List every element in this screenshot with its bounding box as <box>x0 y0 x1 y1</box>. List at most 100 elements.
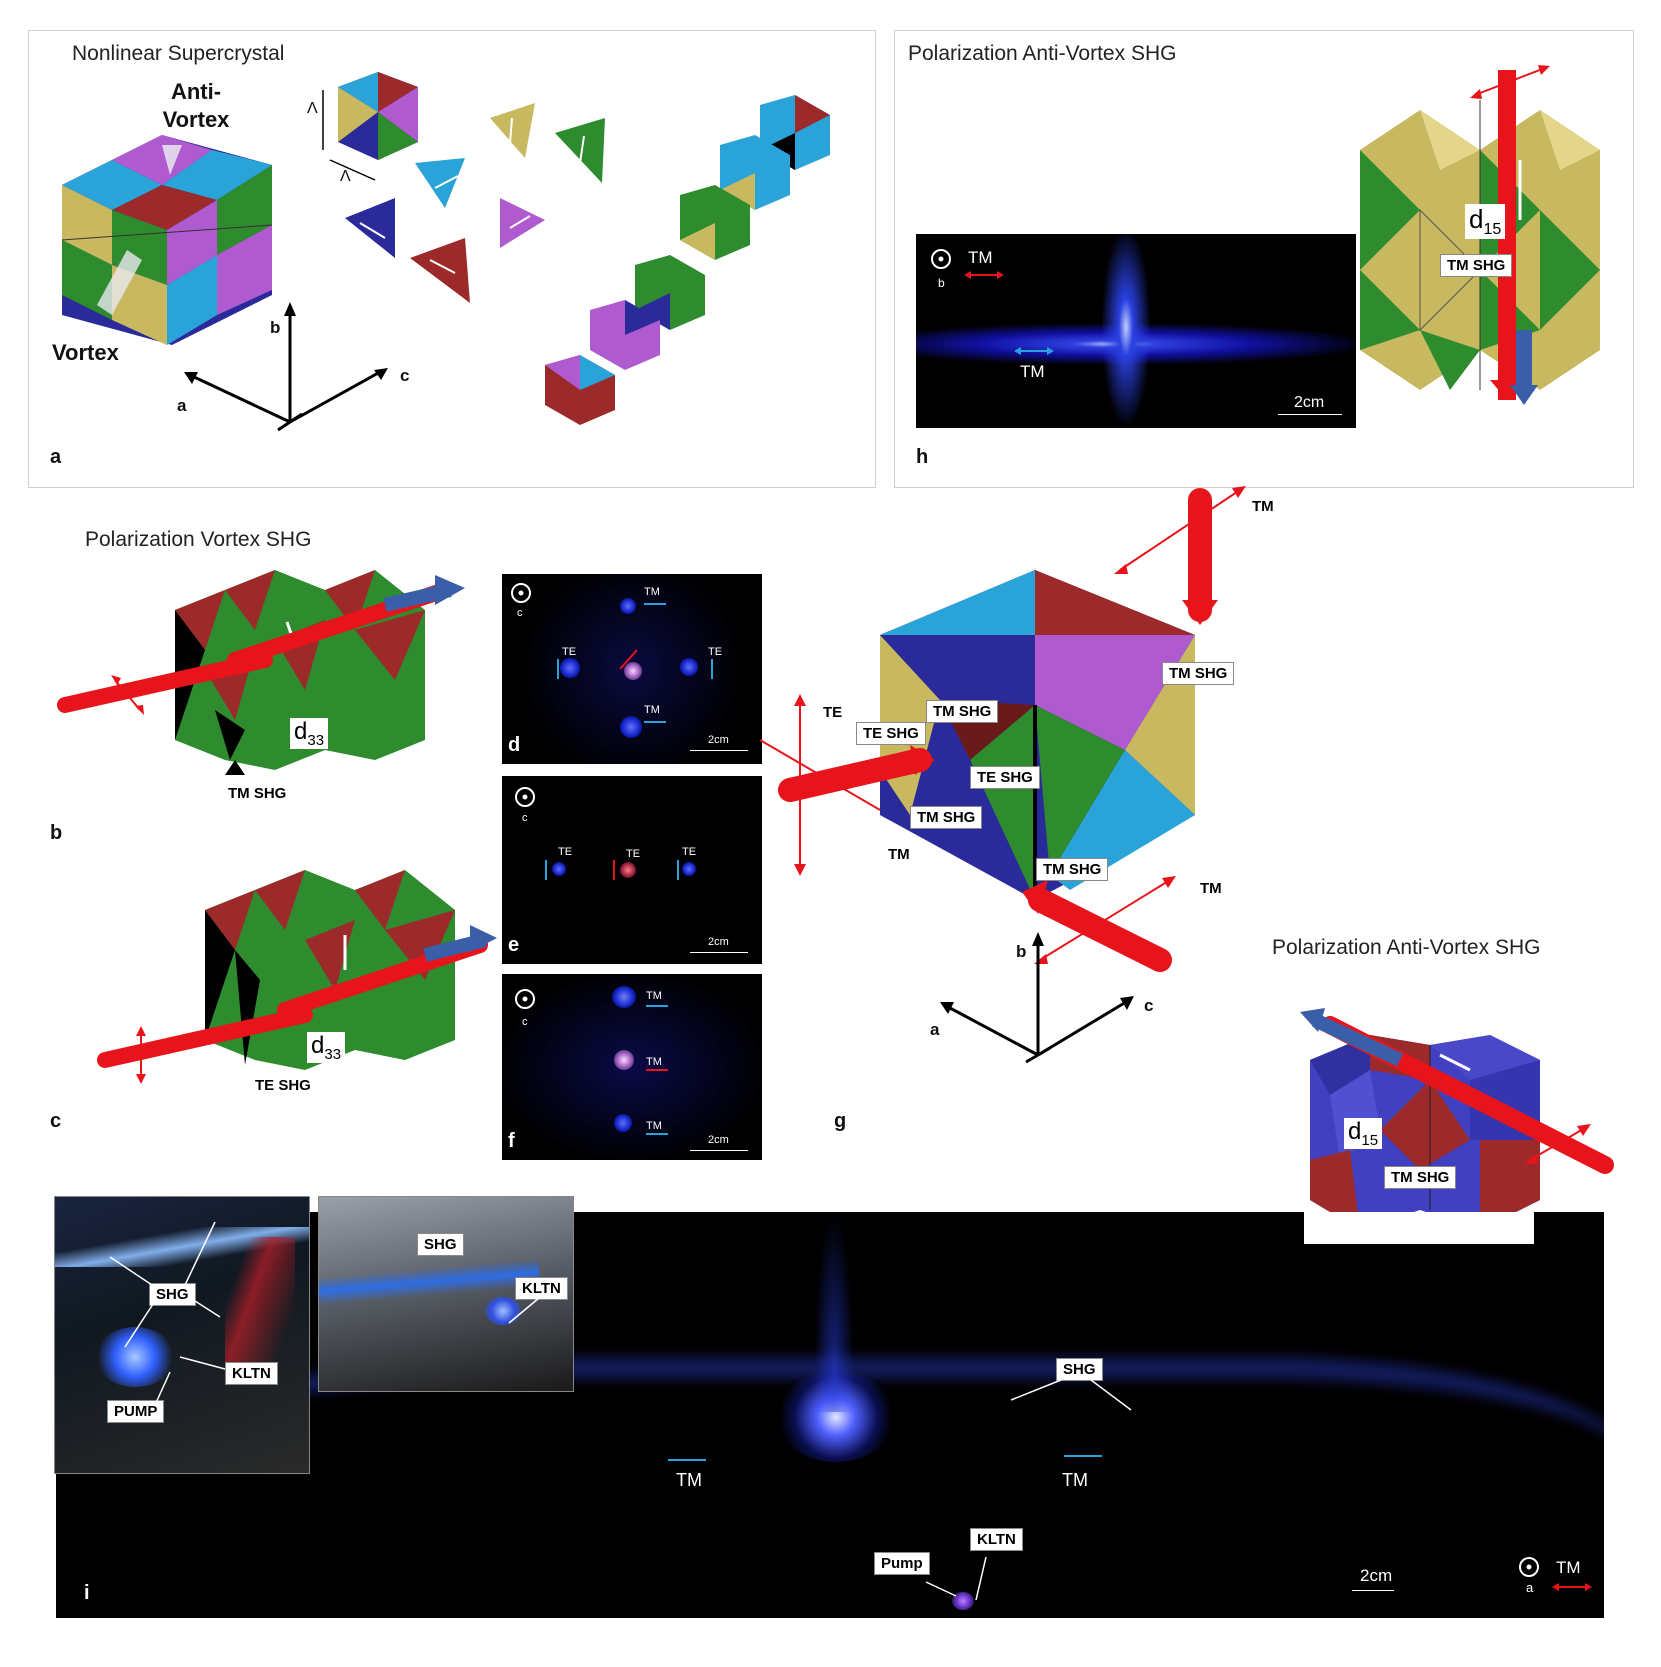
spot-mid-e <box>620 862 636 878</box>
spot-bottom-d <box>620 716 642 738</box>
axis-c-label-f: c <box>522 1016 528 1028</box>
te-label-d-right: TE <box>708 646 723 658</box>
te-shg-label-c: TE SHG <box>255 1077 311 1094</box>
unit-cell <box>338 72 418 160</box>
panel-i-label: i <box>84 1582 90 1604</box>
panel-e-image: c TE TE TE 2cm <box>502 776 762 964</box>
tm-label-f-top: TM <box>646 990 662 1002</box>
tm-shg-label-g-bottom: TM SHG <box>1036 858 1109 881</box>
panel-f-label: f <box>508 1130 515 1152</box>
axis-c-label-d: c <box>517 607 523 619</box>
dot-circle-icon <box>515 989 535 1009</box>
anti-vortex-structure-h <box>1360 65 1600 405</box>
d15-sub-av2: 15 <box>1361 1131 1379 1149</box>
kltn-glow-2 <box>485 1297 521 1325</box>
tetrahedra-set <box>345 103 605 303</box>
d15-label-h: d15 <box>1465 204 1506 240</box>
panel-b-title: Polarization Vortex SHG <box>85 528 312 551</box>
d15-base-h: d <box>1469 204 1484 234</box>
shg-pointer-arrows <box>1010 1379 1132 1411</box>
te-label-e-mid: TE <box>626 848 641 860</box>
inset2-pointer-arrow <box>508 1297 540 1324</box>
te-shg-label-g-left: TE SHG <box>856 722 926 745</box>
panel-a-title: Nonlinear Supercrystal <box>72 42 285 65</box>
tm-label-i-right: TM <box>1062 1470 1088 1490</box>
panel-f-image: c TM TM TM 2cm <box>502 974 762 1160</box>
polarization-arrows-e <box>545 860 679 880</box>
te-label-e-left: TE <box>558 846 573 858</box>
panel-d-label: d <box>508 734 521 756</box>
axis-b-label-h: b <box>938 276 945 290</box>
scale-bar-d <box>690 750 748 751</box>
shg-label-inset1: SHG <box>149 1283 196 1306</box>
dot-circle-icon <box>515 787 535 807</box>
inset-2-photo: SHG KLTN <box>318 1196 574 1392</box>
tm-shg-label-av2: TM SHG <box>1384 1166 1457 1189</box>
te-label-g-left: TE <box>823 704 843 721</box>
panel-g-label: g <box>834 1110 847 1132</box>
spot-top-d <box>620 598 636 614</box>
axes-g <box>940 932 1134 1064</box>
polarization-arrows-d <box>557 603 713 723</box>
d33-label-c: d33 <box>307 1032 346 1063</box>
kltn-label-inset2: KLTN <box>515 1277 568 1300</box>
scale-bar-h <box>1278 414 1342 415</box>
tm-label-d-bottom: TM <box>644 704 660 716</box>
kltn-glow-1 <box>95 1327 175 1387</box>
red-stripe-1 <box>225 1237 295 1377</box>
pump-label-i: Pump <box>874 1552 930 1575</box>
scale-bar-e <box>690 952 748 953</box>
anti-vortex-structure-2 <box>1300 1008 1614 1230</box>
spot-mid-f <box>614 1050 634 1070</box>
tm-shg-label-h: TM SHG <box>1440 254 1513 277</box>
polarization-arrows-f <box>646 1005 668 1135</box>
tm-label-h-top: TM <box>968 248 993 267</box>
pump-label-inset1: PUMP <box>107 1400 165 1423</box>
panel-e-label: e <box>508 934 520 956</box>
scale-label-d: 2cm <box>708 734 729 746</box>
cyan-double-arrow-icon <box>1014 347 1054 355</box>
spot-left-e <box>552 862 566 876</box>
d33-sub-c: 33 <box>324 1045 342 1063</box>
dot-circle-icon <box>1519 1557 1539 1577</box>
scale-bar-i <box>1352 1590 1394 1591</box>
spot-left-d <box>560 658 580 678</box>
panel-h-label: h <box>916 446 929 468</box>
tm-label-i-corner: TM <box>1556 1558 1581 1577</box>
kltn-label-inset1: KLTN <box>225 1362 278 1385</box>
panel-c-label: c <box>50 1110 62 1132</box>
tm-shg-label-g-right: TM SHG <box>1162 662 1235 685</box>
vortex-structure-c <box>97 870 497 1084</box>
dot-circle-icon <box>931 249 951 269</box>
scale-bar-f <box>690 1150 748 1151</box>
axis-a-label-a: a <box>177 396 187 415</box>
scale-label-e: 2cm <box>708 936 729 948</box>
anti-vortex-label: Anti-Vortex <box>162 79 230 132</box>
te-label-e-right: TE <box>682 846 697 858</box>
pump-pointer-arrows <box>925 1556 987 1601</box>
tm-label-g-top: TM <box>1252 498 1274 515</box>
panel-d-image: c TM TM TE TE 2cm <box>502 574 762 764</box>
supercrystal-cube <box>61 135 273 345</box>
tm-shg-label-g-2: TM SHG <box>910 806 983 829</box>
scale-label-f: 2cm <box>708 1134 729 1146</box>
spot-top-f <box>612 986 636 1008</box>
tm-label-d-top: TM <box>644 586 660 598</box>
tm-arrows-i <box>668 1455 1102 1461</box>
d33-base-b: d <box>294 718 308 745</box>
inset1-pointer-arrows <box>109 1221 226 1406</box>
d33-label-b: d33 <box>290 718 329 749</box>
axis-c-label-a: c <box>400 366 410 385</box>
cell-chain <box>545 95 830 425</box>
panel-i-white-corner <box>1304 1212 1534 1244</box>
axis-a-label-i: a <box>1526 1580 1534 1595</box>
axis-b-label-g: b <box>1016 942 1027 961</box>
red-double-arrow-icon <box>964 271 1004 279</box>
tm-label-g-right: TM <box>1200 880 1222 897</box>
scale-label-h: 2cm <box>1294 394 1325 411</box>
shg-vertical-h <box>1101 234 1151 428</box>
lambda-arrows <box>322 90 376 181</box>
beams-g <box>759 486 1246 972</box>
d33-sub-b: 33 <box>307 731 325 749</box>
axis-b-label-a: b <box>270 318 281 337</box>
